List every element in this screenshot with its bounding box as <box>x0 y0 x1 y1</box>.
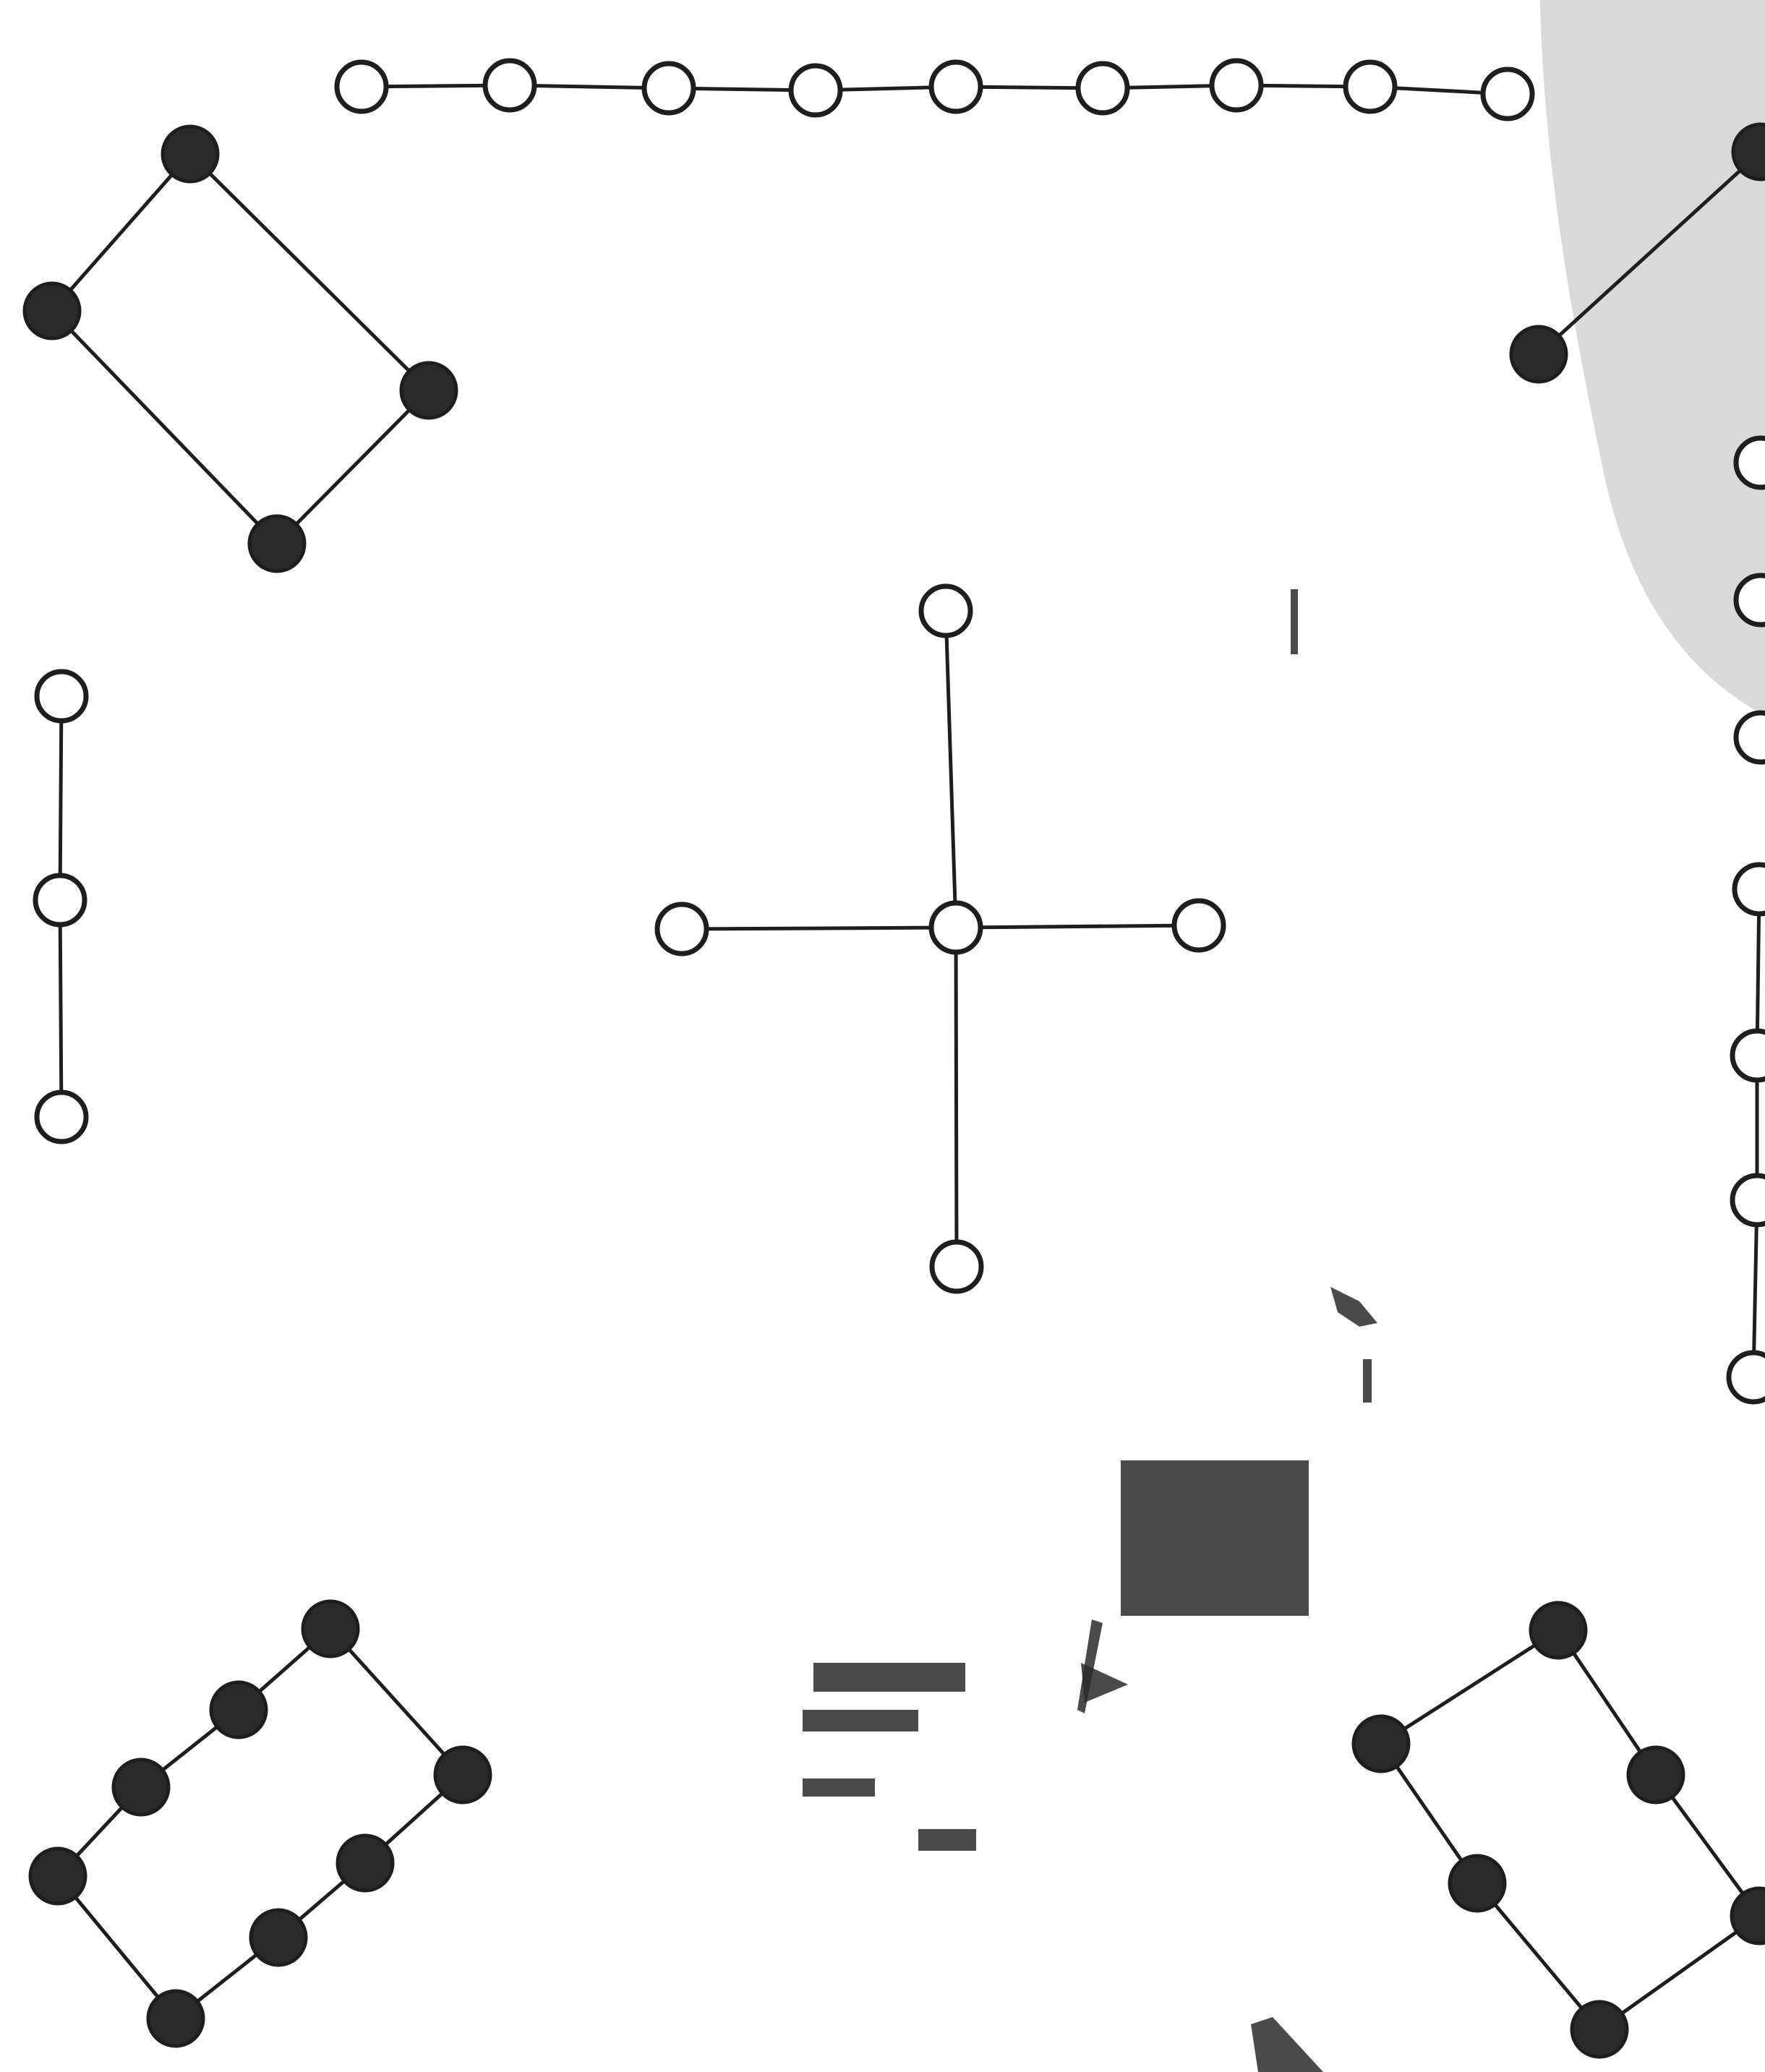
square-four-node-3 <box>247 514 307 573</box>
top-chain-node-7 <box>1343 59 1398 114</box>
top-chain-node-5 <box>1075 61 1130 116</box>
vertical-three-edge-1 <box>58 898 64 1119</box>
shaded-region <box>1540 0 1765 716</box>
bottom-right-ring-node-1 <box>1351 1714 1411 1773</box>
star-node-3 <box>1171 898 1226 953</box>
graph-bottom-right-ring <box>1379 1628 1761 2032</box>
bottom-left-ring-node-1 <box>209 1680 268 1739</box>
top-right-pair-edge-0 <box>1537 150 1763 356</box>
bottom-left-ring-edge-7 <box>328 1627 465 1777</box>
top-right-pair-node-1 <box>1509 325 1568 384</box>
star-edge-3 <box>954 925 959 1269</box>
edges-layer <box>50 83 1763 2032</box>
star-node-1 <box>918 583 973 638</box>
bottom-right-ring-node-2 <box>1448 1854 1507 1913</box>
star-node-2 <box>654 902 709 956</box>
right-edge-chain-node-1 <box>1733 573 1765 628</box>
graph-star <box>680 609 1201 1269</box>
star-edge-0 <box>944 609 958 930</box>
bottom-right-ring-node-3 <box>1570 2000 1629 2059</box>
star-node-4 <box>929 1239 984 1294</box>
bottom-left-ring-node-5 <box>249 1908 308 1967</box>
right-edge-chain-node-4 <box>1730 1028 1765 1083</box>
bottom-left-ring-node-3 <box>28 1846 87 1906</box>
graph-top-right-pair-nodes <box>1509 122 1765 384</box>
vertical-three-node-2 <box>34 1089 89 1144</box>
bottom-right-ring-node-5 <box>1626 1745 1685 1805</box>
bottom-left-ring-node-2 <box>111 1758 171 1817</box>
square-four-node-0 <box>161 124 220 184</box>
star-edge-2 <box>954 923 1201 930</box>
bottom-left-ring-node-4 <box>146 1989 205 2048</box>
bottom-left-ring-node-0 <box>301 1599 360 1658</box>
graph-square-four <box>50 152 431 546</box>
right-edge-chain-edge-0 <box>1755 887 1761 1058</box>
graph-star-nodes <box>654 583 1226 1294</box>
graph-top-chain-nodes <box>334 58 1535 121</box>
bottom-right-ring-edge-3 <box>1597 1914 1761 2032</box>
top-chain-node-6 <box>1209 58 1264 113</box>
square-four-node-2 <box>399 361 458 420</box>
print-noise <box>803 589 1377 2072</box>
right-edge-chain-edge-2 <box>1751 1198 1759 1379</box>
graph-square-four-nodes <box>22 124 458 573</box>
nodes-layer <box>22 58 1765 2059</box>
bottom-left-ring-node-6 <box>336 1833 395 1893</box>
star-node-0 <box>928 900 983 955</box>
right-edge-chain-node-2 <box>1733 710 1765 765</box>
top-right-pair-node-0 <box>1731 122 1765 181</box>
square-four-edge-3 <box>275 388 431 546</box>
graph-bottom-right-ring-nodes <box>1351 1601 1765 2059</box>
bottom-right-ring-edge-2 <box>1475 1881 1602 2032</box>
top-chain-node-3 <box>788 63 843 118</box>
graph-right-edge-chain-nodes <box>1726 435 1765 1405</box>
graph-top-right-pair <box>1537 150 1763 356</box>
bottom-right-ring-edge-0 <box>1379 1628 1560 1746</box>
bottom-right-ring-node-4 <box>1730 1886 1765 1945</box>
graph-bottom-left-ring-nodes <box>28 1599 492 2048</box>
graph-vertical-three-nodes <box>33 669 89 1144</box>
top-chain-node-1 <box>482 58 537 113</box>
top-chain-node-4 <box>928 59 983 114</box>
vertical-three-edge-0 <box>58 694 64 902</box>
vertical-three-node-1 <box>33 873 87 928</box>
right-edge-chain-node-5 <box>1730 1173 1765 1228</box>
bottom-right-ring-node-0 <box>1529 1601 1588 1660</box>
vertical-three-node-0 <box>34 669 89 724</box>
bottom-left-ring-node-7 <box>433 1745 492 1805</box>
bottom-left-ring-edge-3 <box>56 1874 178 2021</box>
right-edge-chain-node-6 <box>1726 1350 1765 1405</box>
star-edge-1 <box>680 925 958 931</box>
graph-right-edge-chain <box>1751 887 1761 1379</box>
square-four-edge-2 <box>50 309 279 546</box>
right-edge-chain-node-0 <box>1733 435 1765 490</box>
square-four-edge-1 <box>188 152 431 393</box>
graph-vertical-three <box>58 694 64 1119</box>
top-chain-node-0 <box>334 59 389 114</box>
top-chain-node-8 <box>1480 67 1535 121</box>
right-edge-chain-node-3 <box>1732 862 1765 917</box>
square-four-node-1 <box>22 281 82 341</box>
top-chain-node-2 <box>641 61 696 116</box>
square-four-edge-0 <box>50 152 192 313</box>
